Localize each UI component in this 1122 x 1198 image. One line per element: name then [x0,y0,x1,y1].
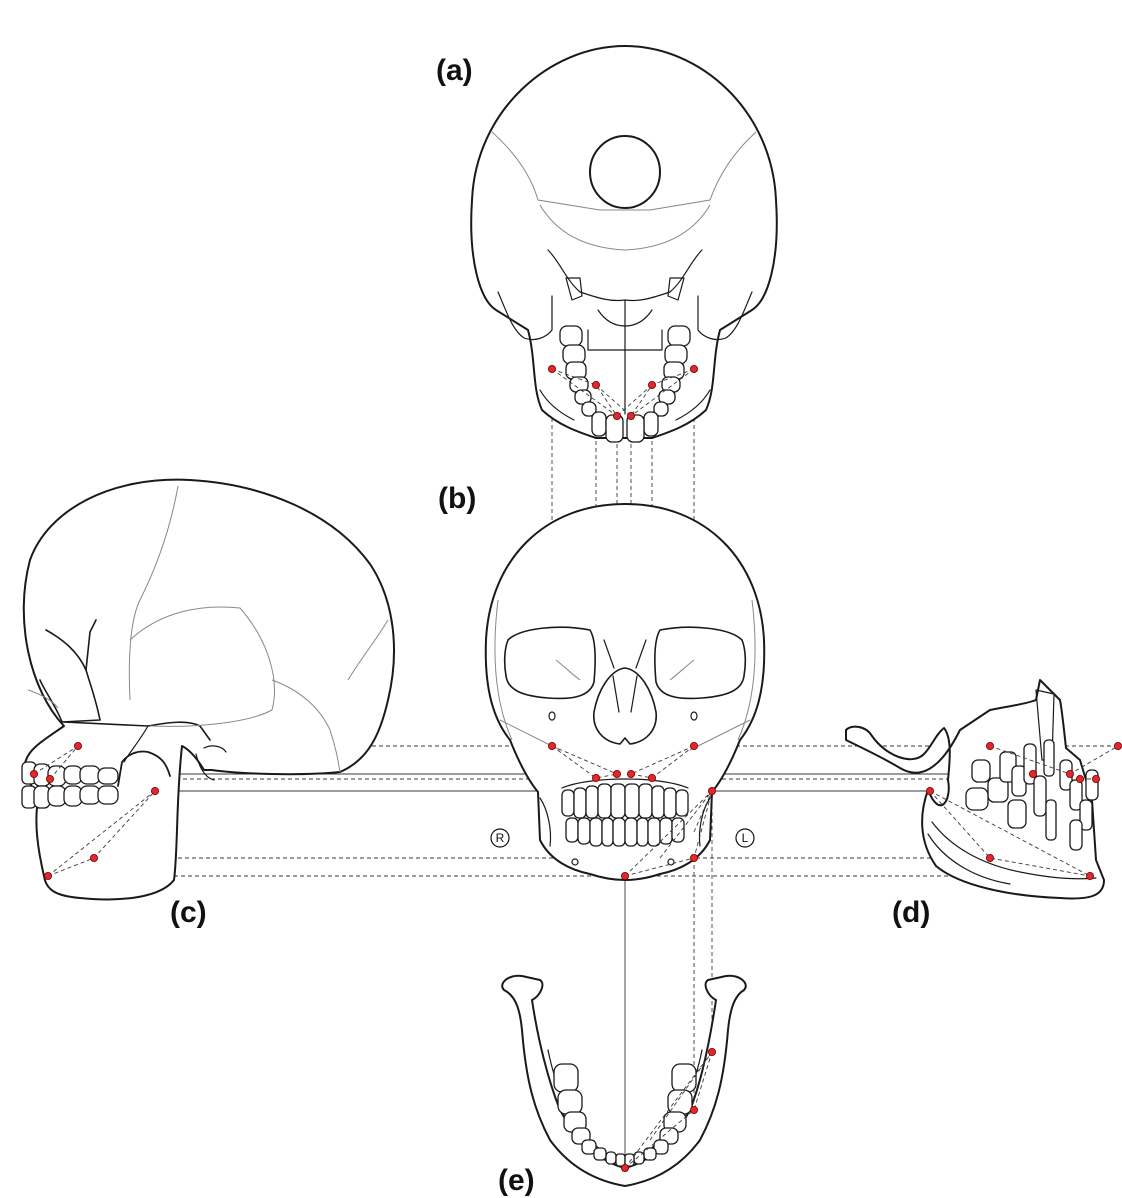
left-side-marker: L [736,829,754,847]
landmark-dot [708,1048,715,1055]
landmark-dot [690,365,697,372]
landmark-dot [548,365,555,372]
landmark-dot [1092,775,1099,782]
landmark-dot [592,774,599,781]
landmark-dot [1114,742,1121,749]
panel-label-c: (c) [170,896,207,929]
panel-label-b: (b) [438,482,476,515]
landmark-dot [986,742,993,749]
landmark-dot [613,412,620,419]
frontal-dentition [562,779,688,846]
right-side-marker-label: R [496,831,505,845]
landmark-dot [1076,775,1083,782]
landmark-dot [627,770,634,777]
landmark-dot [986,854,993,861]
panel-label-d: (d) [892,896,930,929]
landmark-dot [613,770,620,777]
landmark-dot [621,1164,628,1171]
right-side-marker: R [491,829,509,847]
left-side-marker-label: L [742,831,749,845]
landmark-dot [627,412,634,419]
landmark-dot [648,381,655,388]
landmark-dot [90,854,97,861]
panel-label-e: (e) [498,1164,535,1197]
landmark-dot [151,787,158,794]
landmark-dot [690,1106,697,1113]
landmark-dot [690,742,697,749]
landmark-dot [74,742,81,749]
landmark-dot [1086,872,1093,879]
landmark-dot [548,742,555,749]
landmark-dot [592,381,599,388]
skull-frontal-view: R L [486,504,765,880]
landmark-dot [621,872,628,879]
landmark-dot [44,872,51,879]
landmark-dot [1029,770,1036,777]
skull-lateral-view [22,480,394,900]
mandible-lateral-view [846,680,1118,898]
landmark-dot [1066,770,1073,777]
landmark-dot [926,787,933,794]
landmark-dot [30,770,37,777]
landmark-dot [708,787,715,794]
panel-label-a: (a) [436,54,473,87]
skull-inferior-view [471,46,777,442]
mandible-superior-view [502,976,746,1186]
landmark-dot [690,854,697,861]
landmark-dot [648,774,655,781]
landmark-dot [46,775,53,782]
